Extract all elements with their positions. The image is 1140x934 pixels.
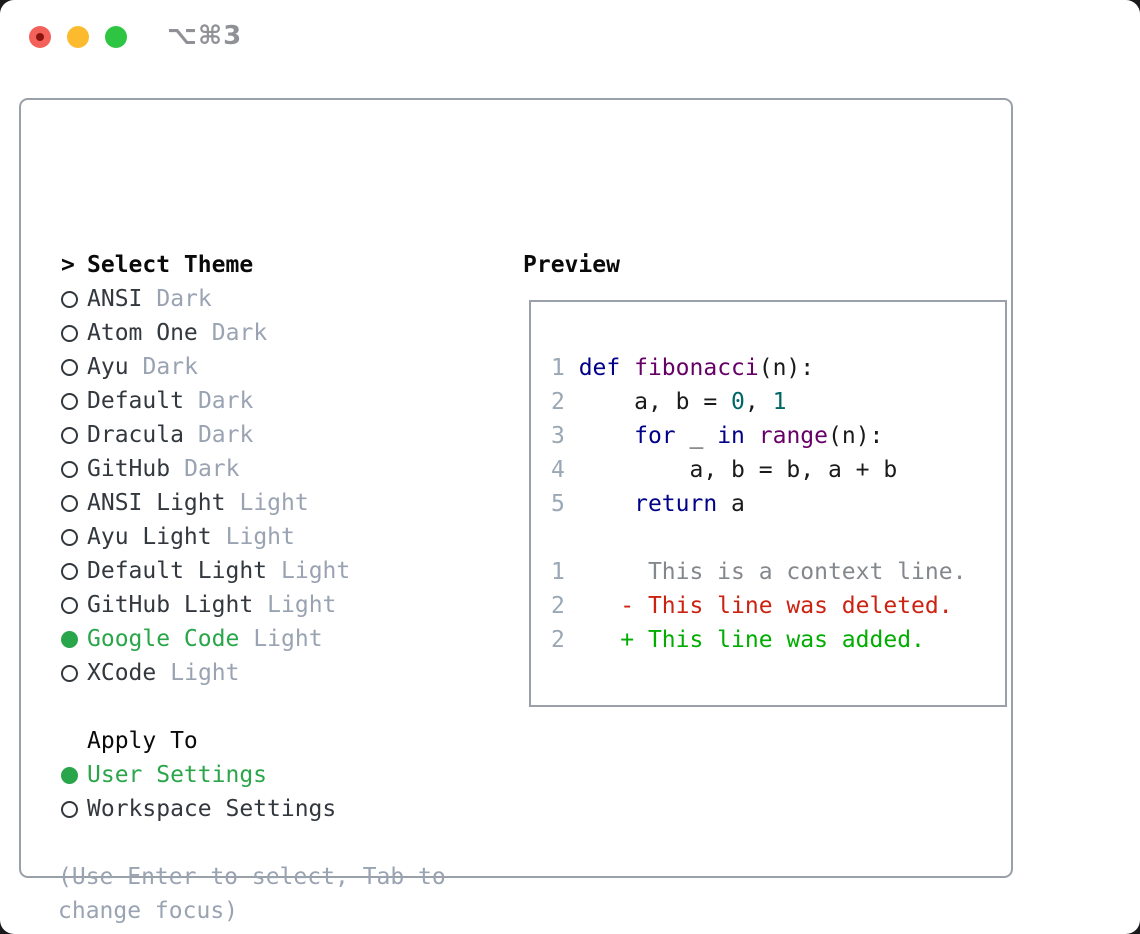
- radio-unselected-icon: [58, 494, 87, 512]
- close-dot-icon: [36, 33, 44, 41]
- radio-unselected-icon: [58, 392, 87, 410]
- radio-unselected-icon: [58, 460, 87, 478]
- code-line: 2 - This line was deleted.: [551, 593, 953, 619]
- code-line: 2 + This line was added.: [551, 627, 925, 653]
- option-label: GitHub: [87, 456, 171, 482]
- radio-unselected-icon: [58, 664, 87, 682]
- theme-variant-label: Dark: [197, 422, 254, 448]
- dialog-title-row: > Select Theme: [58, 248, 482, 282]
- theme-option-ansi[interactable]: ANSI Dark: [58, 282, 482, 316]
- theme-variant-label: Light: [170, 660, 240, 686]
- option-label: Dracula: [87, 422, 184, 448]
- option-label: Default Light: [87, 558, 268, 584]
- option-label: Default: [87, 388, 184, 414]
- theme-variant-label: Dark: [142, 354, 198, 380]
- spacer: [58, 826, 482, 860]
- code-line: 4 a, b = b, a + b: [551, 457, 898, 483]
- option-label: ANSI Light: [87, 490, 226, 516]
- code-line: 1 def fibonacci(n):: [551, 355, 815, 381]
- apply-option-user-settings[interactable]: User Settings: [58, 758, 482, 792]
- radio-unselected-icon: [58, 528, 87, 546]
- theme-variant-label: Dark: [211, 320, 268, 346]
- option-label: Atom One: [87, 320, 198, 346]
- preview-box: 1 def fibonacci(n): 2 a, b = 0, 1 3 for _ …: [529, 300, 1007, 707]
- preview-title: Preview: [523, 252, 620, 278]
- radio-unselected-icon: [58, 596, 87, 614]
- option-label: User Settings: [87, 762, 268, 788]
- theme-variant-label: Light: [281, 558, 351, 584]
- radio-selected-icon: [58, 630, 87, 648]
- option-label: GitHub Light: [87, 592, 254, 618]
- option-label: Google Code: [87, 626, 240, 652]
- code-line: [551, 521, 1005, 555]
- apply-to-title: Apply To: [87, 728, 198, 754]
- spacer: [58, 690, 482, 724]
- option-label: Ayu Light: [87, 524, 212, 550]
- close-button-icon[interactable]: [29, 26, 51, 48]
- theme-option-ayu[interactable]: Ayu Dark: [58, 350, 482, 384]
- option-label: Workspace Settings: [87, 796, 337, 822]
- radio-unselected-icon: [58, 800, 87, 818]
- theme-variant-label: Dark: [156, 286, 212, 312]
- help-text: (Use Enter to select, Tab to change focu…: [58, 864, 446, 924]
- theme-variant-label: Light: [225, 524, 295, 550]
- radio-unselected-icon: [58, 324, 87, 342]
- code-line: 3 for _ in range(n):: [551, 423, 884, 449]
- zoom-button-icon[interactable]: [105, 26, 127, 48]
- theme-option-default[interactable]: Default Dark: [58, 384, 482, 418]
- window-shortcut-label: ⌥⌘3: [167, 21, 243, 51]
- theme-option-xcode[interactable]: XCode Light: [58, 656, 482, 690]
- radio-unselected-icon: [58, 358, 87, 376]
- theme-option-ansi-light[interactable]: ANSI Light Light: [58, 486, 482, 520]
- theme-variant-label: Light: [267, 592, 337, 618]
- theme-option-default-light[interactable]: Default Light Light: [58, 554, 482, 588]
- code-line: 2 a, b = 0, 1: [551, 389, 787, 415]
- code-line: 1 This is a context line.: [551, 559, 967, 585]
- theme-option-atom-one[interactable]: Atom One Dark: [58, 316, 482, 350]
- option-label: ANSI: [87, 286, 143, 312]
- theme-option-google-code[interactable]: Google Code Light: [58, 622, 482, 656]
- radio-unselected-icon: [58, 562, 87, 580]
- theme-variant-label: Light: [253, 626, 323, 652]
- radio-unselected-icon: [58, 290, 87, 308]
- window-controls: [29, 26, 127, 48]
- dialog-title: Select Theme: [87, 252, 254, 278]
- code-preview: 1 def fibonacci(n): 2 a, b = 0, 1 3 for _ …: [551, 351, 1005, 657]
- option-label: XCode: [87, 660, 157, 686]
- apply-option-workspace-settings[interactable]: Workspace Settings: [58, 792, 482, 826]
- theme-variant-label: Dark: [197, 388, 254, 414]
- minimize-button-icon[interactable]: [67, 26, 89, 48]
- radio-unselected-icon: [58, 426, 87, 444]
- theme-variant-label: Light: [239, 490, 309, 516]
- selection-prompt-icon: >: [61, 252, 75, 278]
- option-label: Ayu: [87, 354, 129, 380]
- apply-to-title-row: Apply To: [58, 724, 482, 758]
- theme-option-github[interactable]: GitHub Dark: [58, 452, 482, 486]
- theme-option-dracula[interactable]: Dracula Dark: [58, 418, 482, 452]
- code-line: 5 return a: [551, 491, 745, 517]
- theme-variant-label: Dark: [184, 456, 240, 482]
- theme-option-github-light[interactable]: GitHub Light Light: [58, 588, 482, 622]
- radio-selected-icon: [58, 766, 87, 784]
- theme-option-ayu-light[interactable]: Ayu Light Light: [58, 520, 482, 554]
